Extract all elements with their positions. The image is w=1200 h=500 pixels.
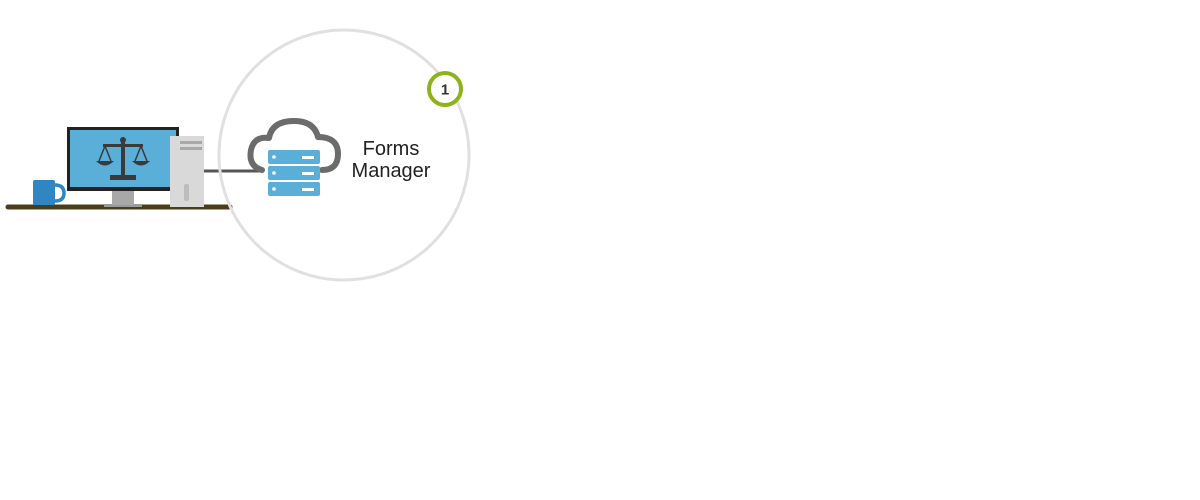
mug-icon [33, 180, 66, 205]
monitor-icon [67, 127, 179, 207]
service-circle [217, 28, 471, 282]
step-badge: 1 [427, 71, 463, 107]
service-label-line2: Manager [352, 160, 431, 182]
scales-of-justice-icon [96, 137, 150, 180]
service-label-line1: Forms [363, 138, 420, 160]
computer-tower-icon [170, 136, 204, 207]
cloud-server-icon [247, 118, 341, 196]
server-stack-icon [268, 150, 320, 196]
cloud-icon [247, 118, 341, 173]
step-badge-number: 1 [441, 82, 449, 99]
